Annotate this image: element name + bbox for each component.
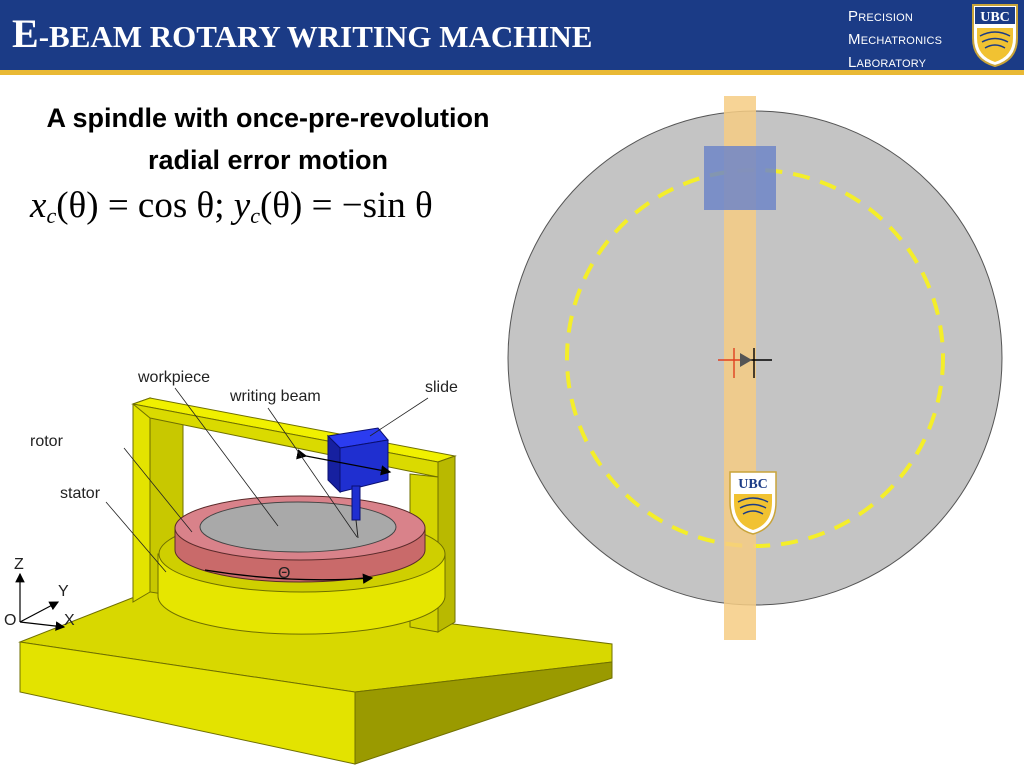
header-accent-line — [0, 70, 1024, 75]
workpiece-label: workpiece — [137, 369, 210, 386]
rotor-label: rotor — [30, 433, 64, 450]
writing-beam — [355, 519, 359, 539]
header-bar — [0, 0, 1024, 70]
slide-subtitle: A spindle with once-pre-revolution radia… — [6, 97, 530, 181]
writing-beam-label: writing beam — [229, 388, 321, 405]
machine-diagram: Θ workpiece writing beam slide rotor sta… — [4, 369, 613, 765]
formula-x: x — [30, 185, 47, 226]
formula-x-sub: c — [46, 203, 57, 228]
subtitle-line2: radial error motion — [147, 145, 389, 175]
axis-origin-label: O — [4, 612, 16, 629]
slide-label: slide — [425, 379, 458, 396]
theta-label: Θ — [278, 565, 290, 582]
axis-y-label: Y — [58, 583, 69, 600]
stator-label: stator — [60, 485, 101, 502]
lab-line2: ECHATRONICS — [860, 35, 943, 47]
formula-part1: (θ) = cos θ; — [56, 185, 234, 226]
lab-line1-initial: P — [848, 8, 859, 25]
formula-y-sub: c — [250, 203, 260, 228]
logo-text: UBC — [980, 10, 1010, 25]
ubc-logo-disk: UBC — [729, 471, 777, 535]
lab-line2-initial: M — [848, 31, 861, 48]
beam-window — [704, 146, 776, 210]
disk-logo-text: UBC — [738, 477, 768, 492]
title-first-letter: E — [12, 11, 39, 56]
error-motion-formula: xc(θ) = cos θ; yc(θ) = −sin θ — [30, 184, 433, 229]
ubc-logo: UBC — [972, 4, 1018, 68]
axis-z-label: Z — [14, 556, 24, 573]
lab-line3-initial: L — [848, 54, 857, 71]
title-rest: -BEAM ROTARY WRITING MACHINE — [38, 19, 593, 54]
page-title: E-BEAM ROTARY WRITING MACHINE — [12, 10, 592, 57]
formula-part2: (θ) = −sin θ — [259, 185, 433, 226]
lab-line1: RECISION — [858, 12, 913, 24]
lab-line3: ABORATORY — [856, 58, 927, 70]
formula-y: y — [233, 185, 251, 226]
axis-x-label: X — [64, 612, 75, 629]
base-plate-side — [354, 661, 613, 765]
frame-left-post — [132, 397, 151, 603]
lab-name: PRECISION MECHATRONICS LABORATORY — [848, 6, 942, 75]
center-offset-arrow — [740, 353, 752, 367]
beam-column — [351, 485, 361, 521]
disk-top-view: UBC — [507, 96, 1003, 640]
subtitle-line1: A spindle with once-pre-revolution — [46, 103, 490, 133]
workpiece — [199, 501, 397, 553]
